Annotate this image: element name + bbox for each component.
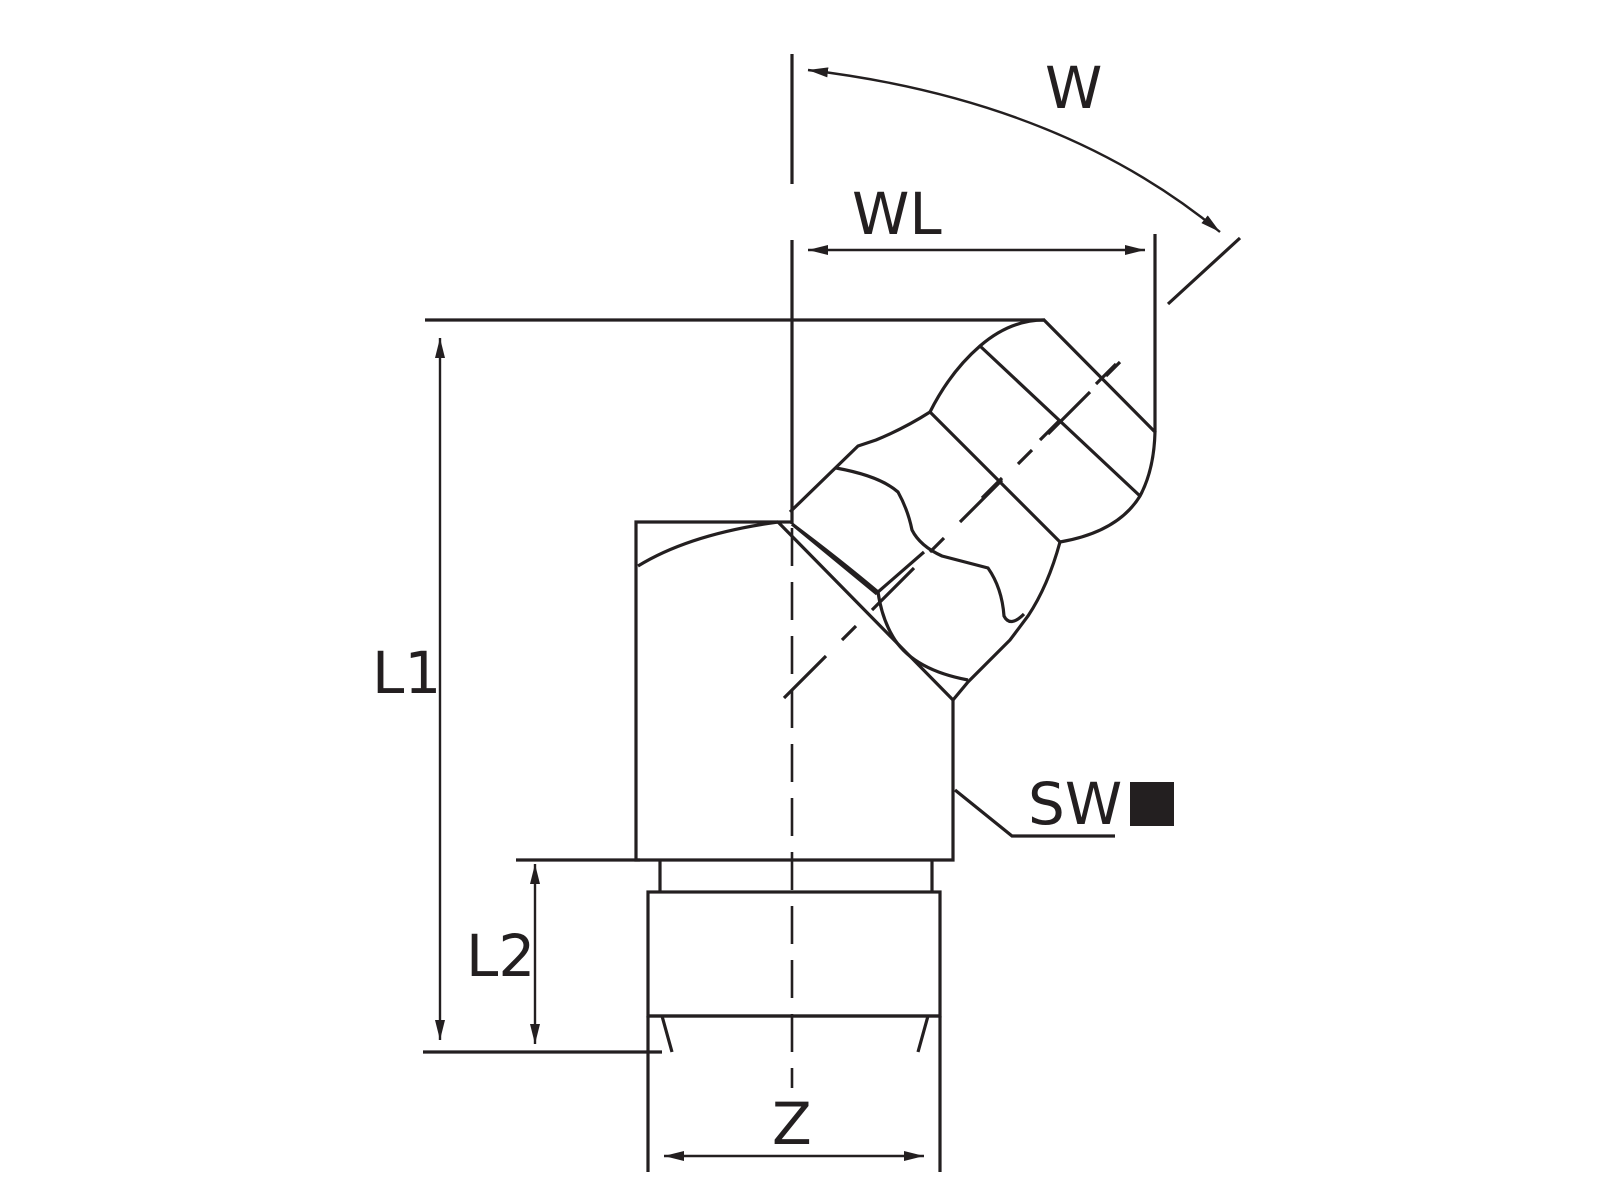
head-lower-flank (951, 541, 1062, 702)
l1-label: L1 (372, 639, 441, 707)
angle-w-arc (807, 67, 1221, 233)
hex-facet-middle (876, 550, 926, 594)
hex-facet-lower (791, 522, 969, 682)
ball-head-neck-line (928, 410, 1062, 544)
thread-undercut (658, 860, 934, 892)
wl-label: WL (852, 180, 942, 248)
angle-w-reference-line (1166, 236, 1242, 306)
hex-body-top-curve (637, 520, 779, 568)
hex-body-outline (634, 520, 955, 862)
hex-facet-upper (835, 466, 1026, 624)
angle-w-label: W (1045, 54, 1102, 122)
sw-leader-line (953, 788, 1115, 838)
z-label: Z (772, 1090, 812, 1158)
thread-body (646, 890, 942, 1018)
square-hex-symbol (1130, 782, 1174, 826)
inclined-center-ticks (980, 362, 1118, 500)
sw-label: SW (1028, 770, 1122, 838)
ball-head-outline (928, 318, 1157, 544)
l2-label: L2 (466, 922, 535, 990)
thread-chamfer (648, 1014, 940, 1053)
head-lower-edge (776, 520, 955, 702)
head-upper-flank (788, 410, 931, 514)
inclined-center-line (782, 360, 1122, 700)
